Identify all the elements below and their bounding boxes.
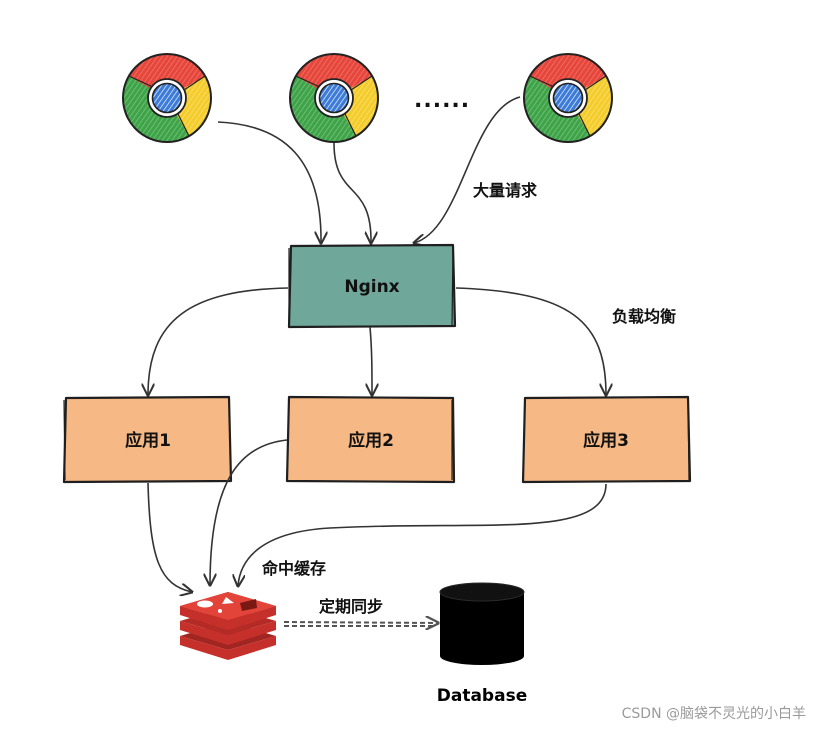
database-cylinder-icon [440, 583, 524, 665]
arrow-app3-to-redis [238, 483, 607, 586]
database-label: Database [437, 686, 527, 706]
arrow-redis-to-database [283, 622, 438, 623]
arrow-app1-to-redis [147, 482, 192, 592]
arrow-nginx-to-app3 [455, 287, 606, 395]
app2-box [285, 395, 456, 484]
watermark-text: CSDN @脑袋不灵光的小白羊 [622, 706, 806, 722]
label-cache-hit: 命中缓存 [261, 559, 326, 578]
database-node: Database [437, 582, 527, 706]
arrow-nginx-to-app1 [148, 287, 289, 395]
arrow-client1-to-nginx [217, 121, 321, 243]
label-requests: 大量请求 [473, 181, 538, 200]
arrow-app2-to-redis [210, 439, 288, 585]
app1-label: 应用1 [125, 430, 171, 451]
app1-node: 应用1 [62, 395, 233, 484]
label-load-balance: 负载均衡 [612, 307, 676, 326]
arrow-client3-to-nginx [414, 96, 521, 243]
more-clients-ellipsis: ...... [414, 88, 470, 113]
nginx-node: Nginx [287, 243, 457, 329]
client-browser-3 [523, 53, 613, 143]
nginx-label: Nginx [344, 277, 399, 297]
redis-cache-icon [180, 592, 276, 660]
app2-node: 应用2 [285, 395, 456, 484]
chrome-browser-icon [289, 53, 379, 143]
arrow-client2-to-nginx [333, 142, 371, 243]
app3-node: 应用3 [521, 395, 692, 484]
chrome-browser-icon [122, 53, 212, 143]
client-browser-1 [122, 53, 212, 143]
app3-box [521, 395, 692, 484]
nginx-box [287, 243, 457, 329]
client-browser-2 [289, 53, 379, 143]
arrow-nginx-to-app2 [370, 326, 372, 395]
app3-label: 应用3 [583, 430, 629, 451]
label-periodic-sync: 定期同步 [318, 597, 383, 616]
chrome-browser-icon [523, 53, 613, 143]
app2-label: 应用2 [348, 430, 394, 451]
